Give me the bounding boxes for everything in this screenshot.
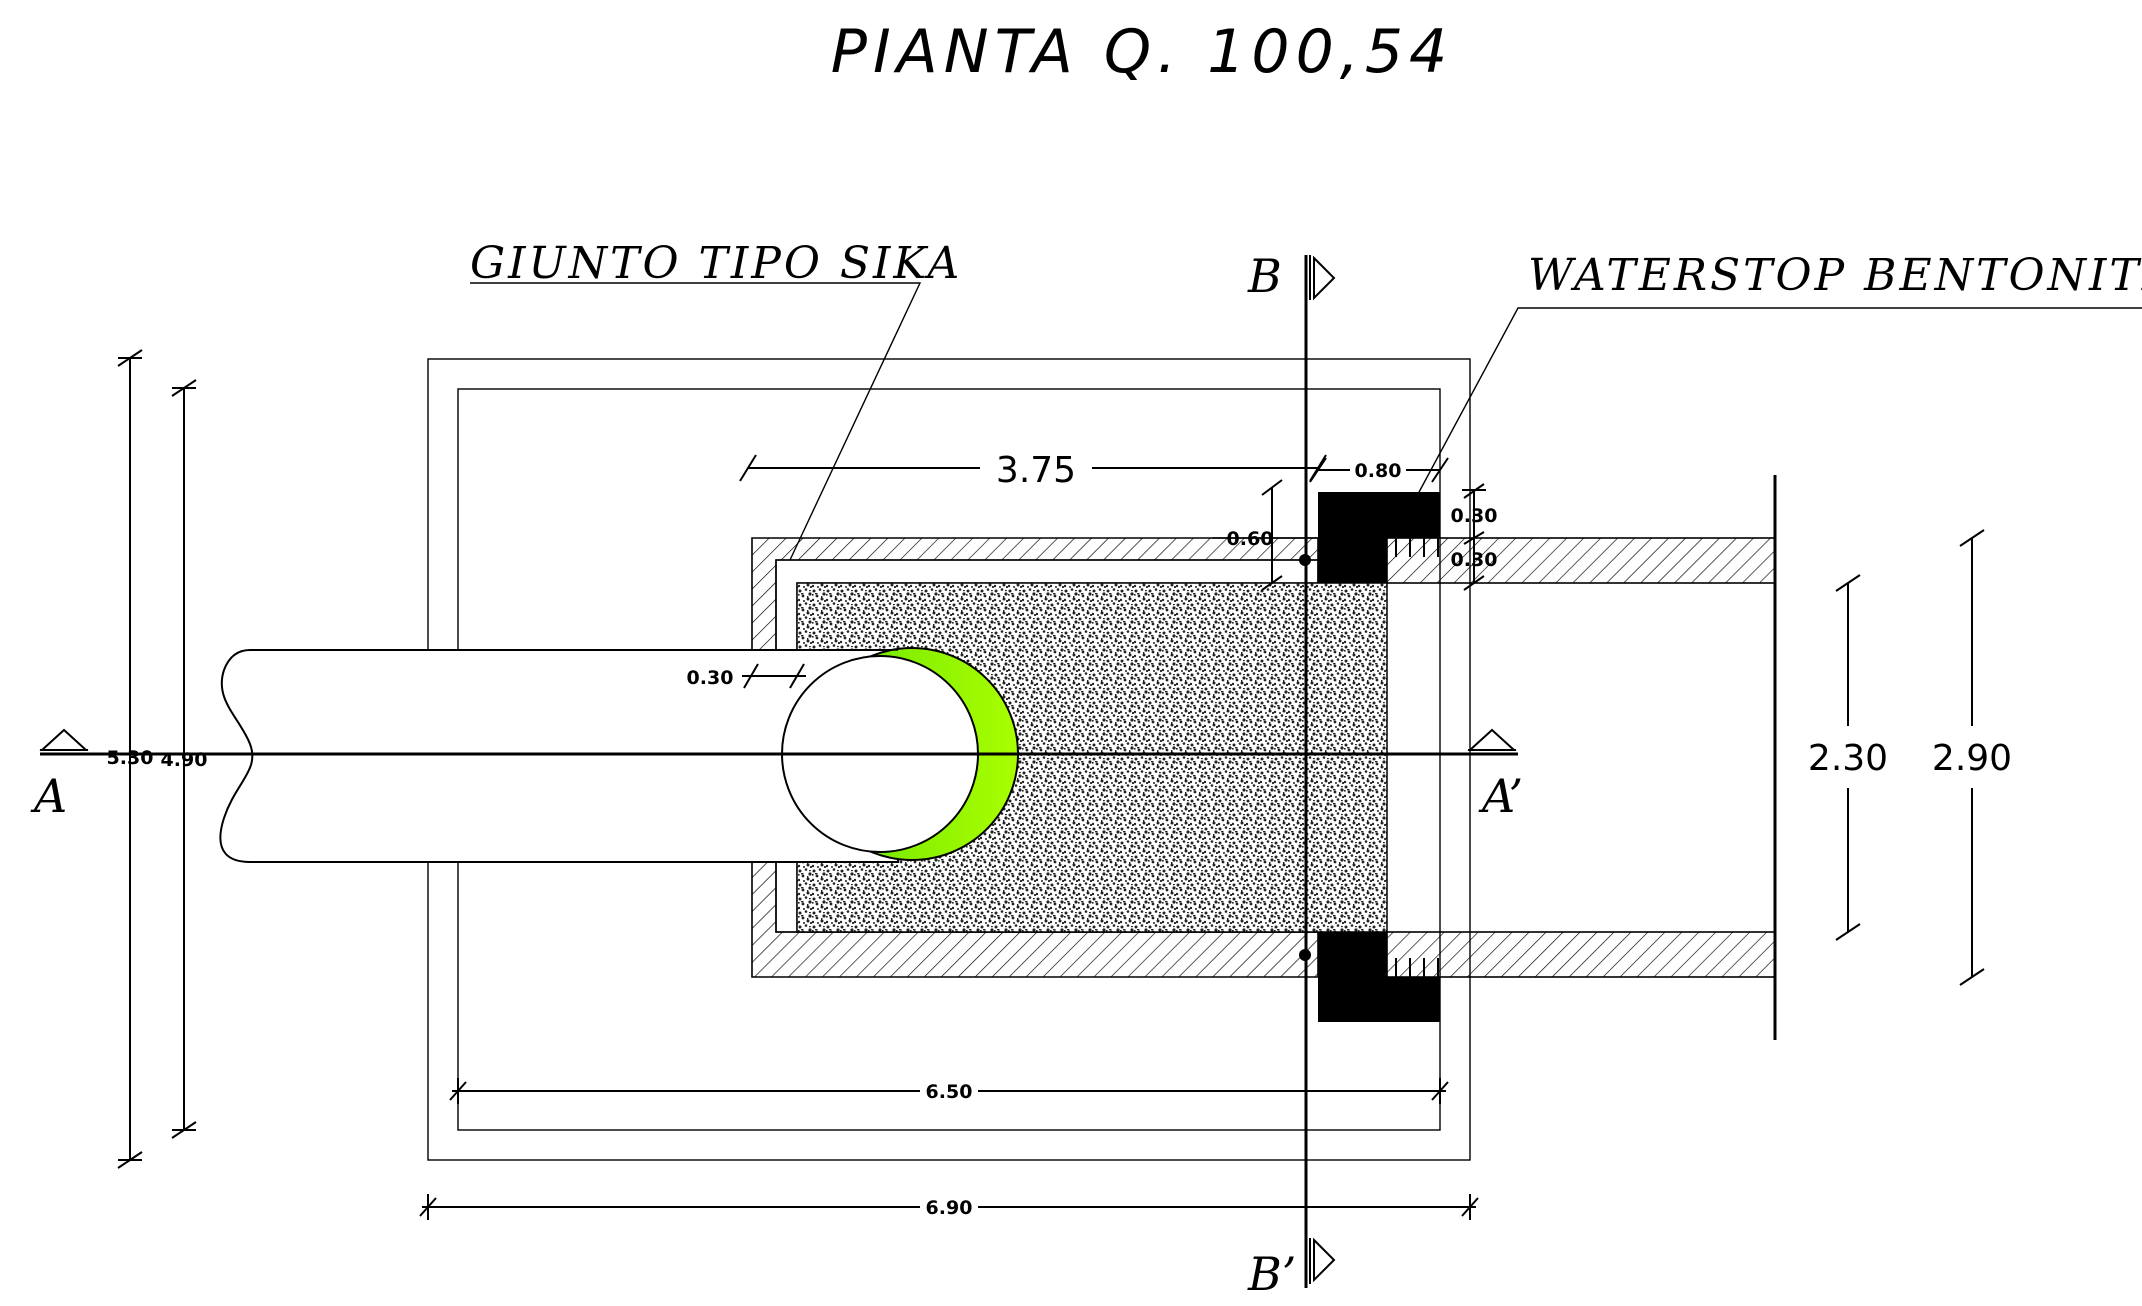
- dim-490-label: 4.90: [161, 749, 208, 771]
- dim-650-label: 6.50: [926, 1081, 973, 1103]
- dim-230: [1835, 574, 1861, 941]
- waterstop-ticks-bottom: [1395, 958, 1439, 977]
- channel-wall-top: [1386, 537, 1776, 584]
- dim-375-label: 3.75: [996, 450, 1076, 491]
- section-label-b-bottom: B’: [1247, 1247, 1296, 1301]
- channel-wall-bottom: [1386, 931, 1776, 978]
- leader-waterstop: [1417, 307, 2142, 495]
- dim-030-left-label: 0.30: [687, 667, 734, 689]
- section-marker-b-bottom: [1309, 1237, 1336, 1284]
- label-waterstop: WATERSTOP BENTONITICO: [1528, 250, 2142, 301]
- dim-030-top-label: 0.30: [1451, 505, 1498, 527]
- pipe-body: [219, 649, 899, 863]
- waterstop-block-bottom: [1318, 932, 1440, 1022]
- dim-530: [117, 349, 143, 1169]
- waterstop-ticks-top: [1395, 538, 1439, 557]
- label-giunto-sika: GIUNTO TIPO SIKA: [470, 238, 962, 289]
- section-marker-a-right: [1467, 728, 1517, 751]
- dim-690: [419, 1194, 1479, 1220]
- dim-650: [449, 1078, 1449, 1104]
- dim-375: [739, 454, 1327, 482]
- section-label-a-right: A’: [1478, 769, 1523, 823]
- dim-080: [1309, 457, 1449, 483]
- dim-490: [171, 379, 197, 1139]
- dim-290-label: 2.90: [1932, 738, 2012, 779]
- section-label-a-left: A: [30, 769, 67, 823]
- section-marker-b-top: [1309, 255, 1336, 301]
- dim-230-label: 2.30: [1808, 738, 1888, 779]
- dim-290: [1959, 529, 1985, 986]
- dim-060: [1212, 479, 1318, 591]
- plan-title: PIANTA Q. 100,54: [831, 17, 1453, 87]
- dim-080-label: 0.80: [1355, 460, 1402, 482]
- dim-690-label: 6.90: [926, 1197, 973, 1219]
- dim-060-label: 0.60: [1227, 528, 1274, 550]
- section-marker-a-left: [39, 728, 89, 751]
- dim-030-left: [742, 663, 806, 689]
- dim-030-vertical-right: [1462, 483, 1486, 591]
- waterstop-block-top: [1318, 492, 1440, 583]
- section-label-b-top: B: [1247, 249, 1282, 303]
- dim-030-mid-label: 0.30: [1451, 549, 1498, 571]
- leader-giunto-sika: [470, 282, 922, 561]
- dim-530-label: 5.30: [107, 747, 154, 769]
